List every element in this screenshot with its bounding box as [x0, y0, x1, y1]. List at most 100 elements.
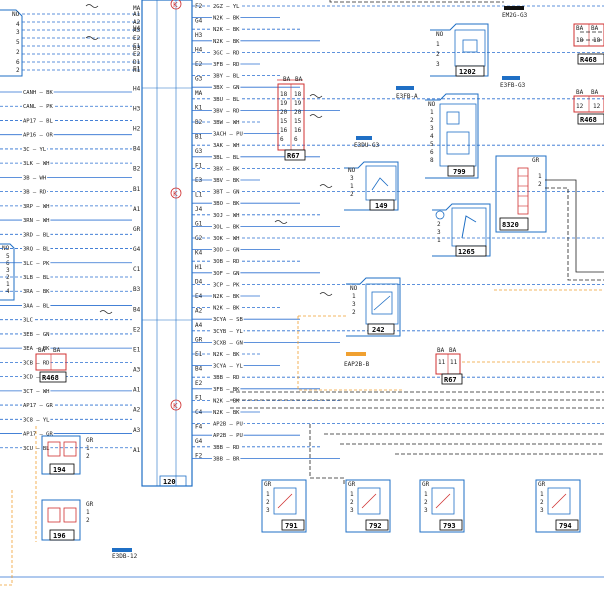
- wire-label: 3BU — BL: [213, 97, 240, 103]
- wire-label-bg: [212, 339, 244, 346]
- svg-text:2: 2: [16, 67, 20, 74]
- svg-text:3: 3: [350, 175, 354, 182]
- wire-label: 3B — RD: [23, 190, 46, 196]
- wire-label-bg: [22, 217, 51, 224]
- svg-text:BA: BA: [576, 89, 584, 96]
- wire-label: 3CP — PK: [213, 282, 240, 288]
- wire-label: 3AK — WH: [213, 143, 240, 149]
- wire-label: AP2B — PU: [213, 433, 243, 439]
- fuse-icon: [85, 36, 99, 40]
- central-right-pin: G3: [195, 148, 203, 155]
- svg-text:15: 15: [280, 118, 288, 125]
- central-left-pin: A3: [133, 427, 141, 434]
- wire-label: 3RA — BK: [23, 289, 50, 295]
- svg-text:3: 3: [437, 229, 441, 236]
- svg-text:BA: BA: [576, 25, 584, 32]
- wire-label: 3FB — BK: [213, 387, 240, 393]
- central-right-pin: G2: [195, 235, 203, 242]
- component-242-label: 242: [372, 326, 385, 334]
- svg-text:NO: NO: [12, 11, 20, 18]
- svg-text:2: 2: [350, 499, 354, 506]
- wire-label-bg: [22, 89, 54, 95]
- wire-label: 3RN — WH: [23, 218, 50, 224]
- svg-text:E3DU-G3: E3DU-G3: [354, 142, 380, 149]
- svg-text:11: 11: [450, 359, 458, 366]
- central-right-pin: E1: [195, 351, 203, 358]
- wire-label-bg: [212, 304, 241, 311]
- svg-text:BA: BA: [53, 347, 61, 354]
- central-left-pin: G4: [133, 246, 141, 253]
- wire-label-bg: [212, 37, 241, 44]
- svg-text:3: 3: [424, 507, 428, 514]
- wire-label: 3BB — BR: [213, 456, 240, 462]
- wire-label: 3BV — BK: [213, 178, 240, 184]
- fuse-icon: [99, 310, 113, 314]
- circle-k-icon: K: [170, 0, 182, 10]
- wire-label-bg: [22, 202, 51, 209]
- central-left-pin: A1: [133, 206, 141, 213]
- svg-text:20: 20: [280, 109, 288, 116]
- svg-text:1: 1: [538, 173, 542, 180]
- central-right-pin: G1: [195, 221, 203, 228]
- svg-text:1: 1: [266, 491, 270, 498]
- wire-label-bg: [212, 281, 241, 288]
- svg-text:6: 6: [6, 260, 10, 267]
- wire-label: 3LC — PK: [23, 261, 50, 267]
- central-right-pin: J4: [195, 206, 203, 213]
- wire-label-bg: [22, 131, 54, 138]
- fuse-icon: [319, 184, 333, 188]
- component-149-label: 149: [375, 202, 388, 210]
- wire-label-bg: [212, 211, 241, 218]
- central-right-pin: H3: [195, 32, 203, 39]
- wire-label: 3FB — RD: [213, 62, 240, 68]
- wire-label: 3CXB — GN: [213, 340, 243, 346]
- svg-text:1: 1: [350, 491, 354, 498]
- svg-text:E3FB-G3: E3FB-G3: [500, 82, 526, 89]
- left-pin: E2: [133, 35, 141, 42]
- wire-label: 3BL — BL: [213, 155, 240, 161]
- wire-label-bg: [212, 130, 244, 137]
- wire-label-bg: [212, 351, 241, 357]
- wire-label: 3C — YL: [23, 147, 47, 153]
- component-1265-label: 1265: [458, 248, 475, 256]
- svg-text:2: 2: [430, 117, 434, 124]
- svg-text:BA: BA: [437, 347, 445, 354]
- svg-text:BA: BA: [295, 76, 303, 83]
- svg-text:5: 5: [430, 141, 434, 148]
- wire-label: 3LK — WH: [23, 161, 50, 167]
- svg-text:1: 1: [437, 237, 441, 244]
- wire-label-bg: [212, 397, 241, 404]
- left-wires: MAH4D3E1H4H3H2B4B2B1A1GRG4C1B3B4E2E1A3A1…: [0, 5, 142, 454]
- wire-label: 3RD — BL: [23, 232, 50, 238]
- component-196-label: 196: [53, 532, 66, 540]
- component-196: GR 1 2 196: [41, 499, 94, 541]
- svg-text:NO: NO: [428, 101, 436, 108]
- svg-text:BA: BA: [591, 89, 599, 96]
- wire-label: 3BT — GN: [213, 190, 240, 196]
- wire-label-bg: [212, 258, 241, 265]
- wire-label-bg: [212, 142, 241, 149]
- wire-label: 3GC — RD: [213, 50, 240, 56]
- wire-label: N2K — BK: [213, 16, 240, 22]
- svg-text:GR: GR: [532, 157, 540, 164]
- svg-text:K: K: [173, 402, 178, 410]
- wire-label: 3BB — RD: [213, 375, 240, 381]
- svg-text:GR: GR: [538, 481, 546, 488]
- svg-text:16: 16: [280, 127, 288, 134]
- wire-label-bg: [22, 288, 51, 295]
- svg-text:18: 18: [294, 91, 302, 98]
- wire-label-bg: [212, 235, 241, 241]
- wire-label-bg: [212, 443, 241, 450]
- wire-label-bg: [212, 374, 241, 381]
- wire-label: AP16 — OR: [23, 133, 53, 139]
- central-left-pin: E1: [133, 346, 141, 353]
- wire-label-bg: [212, 200, 241, 207]
- svg-text:20: 20: [294, 109, 302, 116]
- wire-label-bg: [212, 14, 241, 21]
- svg-text:5: 5: [6, 253, 10, 260]
- svg-text:3: 3: [352, 301, 356, 308]
- central-right-pin: F1: [195, 395, 203, 402]
